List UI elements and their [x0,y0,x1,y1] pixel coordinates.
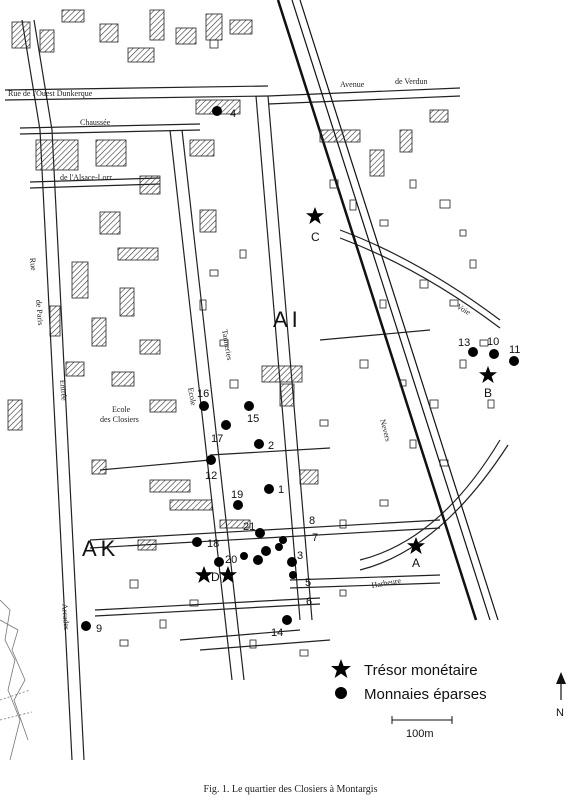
street-label-ecole: Ecole [186,387,198,407]
scale-bar [391,716,453,724]
coin-marker-11 [509,356,519,366]
hoard-label-d: D [211,570,220,584]
hoard-star-d2-icon [219,566,237,583]
coin-marker-18 [192,537,202,547]
school-label-line2: des Closiers [100,415,139,424]
zone-label-ai: AI [273,307,302,332]
coin-marker-13 [468,347,478,357]
north-label: N [556,707,564,719]
coin-marker-21 [255,528,265,538]
coin-marker-14 [282,615,292,625]
coin-marker-3 [261,546,271,556]
coin-marker-1 [264,484,274,494]
coin-label-10: 10 [487,336,499,348]
coin-label-2: 2 [268,440,274,452]
street-label-verdun: de Verdun [395,77,428,86]
street-label-avenue: Avenue [340,80,365,89]
coin-label-5: 5 [305,577,311,589]
coin-label-9: 9 [96,623,102,635]
coin-label-8: 8 [309,515,315,527]
coin-marker-20 [253,555,263,565]
coin-label-4: 4 [230,108,236,120]
scale-label: 100m [406,728,434,740]
coin-marker-9 [81,621,91,631]
legend-monnaies-label: Monnaies éparses [364,686,487,703]
coin-label-19: 19 [231,489,243,501]
map-legend: Trésor monétaire Monnaies éparses [331,659,487,703]
coin-find-markers [81,106,519,631]
coin-label-13: 13 [458,337,470,349]
coin-label-14: 14 [271,627,283,639]
hoard-letter-labels: C B A D [211,230,492,584]
coin-marker-17 [221,420,231,430]
coin-marker-16 [199,401,209,411]
coin-marker-7 [275,543,283,551]
hoard-label-c: C [311,230,320,244]
street-network [4,19,509,761]
school-label-line1: Ecole [112,405,131,414]
small-buildings [119,39,495,657]
coin-number-labels: 4 16 15 17 2 12 1 19 21 8 18 7 3 20 5 6 … [96,108,520,639]
coin-label-12: 12 [205,470,217,482]
coin-marker-4 [212,106,222,116]
coin-label-16: 16 [197,388,209,400]
building-blocks [7,9,449,551]
street-label-tanneries: Tanneries [220,329,234,361]
street-label-chaussee: Chaussée [80,118,111,127]
street-label-nevers: Nevers [378,418,393,442]
legend-star-icon [331,659,351,678]
coin-marker-extra-2 [240,552,248,560]
coin-label-11: 11 [509,344,520,356]
coin-label-17: 17 [211,433,223,445]
hoard-star-b-icon [479,366,497,383]
coin-marker-2 [254,439,264,449]
street-label-harbeure: Harbeure [371,576,402,590]
north-arrow-icon [556,672,566,700]
legend-dot-icon [335,687,347,699]
coin-marker-5 [287,557,297,567]
hoard-star-d1-icon [195,566,213,583]
hoard-label-b: B [484,386,492,400]
railway [276,0,499,621]
street-label-voie: Voie [455,302,472,317]
coin-label-6: 6 [306,596,312,608]
coin-label-20: 20 [225,554,237,566]
coin-marker-19 [233,500,243,510]
coin-label-1: 1 [278,484,284,496]
hoard-star-c-icon [306,207,324,224]
figure-caption: Fig. 1. Le quartier des Closiers à Monta… [203,784,378,795]
coin-marker-6 [289,571,297,579]
zone-label-ak: AK [82,536,119,561]
coin-label-21: 21 [243,521,255,533]
street-label-entree: Entrée [58,379,69,401]
street-label-dunkerque: Rue de l'Ouest Dunkerque [8,89,93,98]
hoard-label-a: A [412,556,420,570]
street-labels: Rue de l'Ouest Dunkerque Chaussée de l'A… [8,77,472,630]
coin-marker-15 [244,401,254,411]
coin-marker-8 [279,536,287,544]
coin-marker-12 [206,455,216,465]
coin-label-3: 3 [297,550,303,562]
coin-marker-10 [489,349,499,359]
coin-label-7: 7 [312,532,318,544]
coin-marker-extra-1 [214,557,224,567]
street-label-rue: Rue [28,257,38,271]
legend-tresor-label: Trésor monétaire [364,662,478,679]
street-label-alsace: de l'Alsace-Lorr. [60,173,113,182]
hoard-star-a-icon [407,537,425,554]
street-label-arcades: Arcades [60,603,71,630]
coin-label-18: 18 [207,538,219,550]
street-label-paris: de Paris [34,299,45,325]
hoard-markers [195,207,497,583]
coin-label-15: 15 [247,413,259,425]
river-edge [0,599,33,761]
